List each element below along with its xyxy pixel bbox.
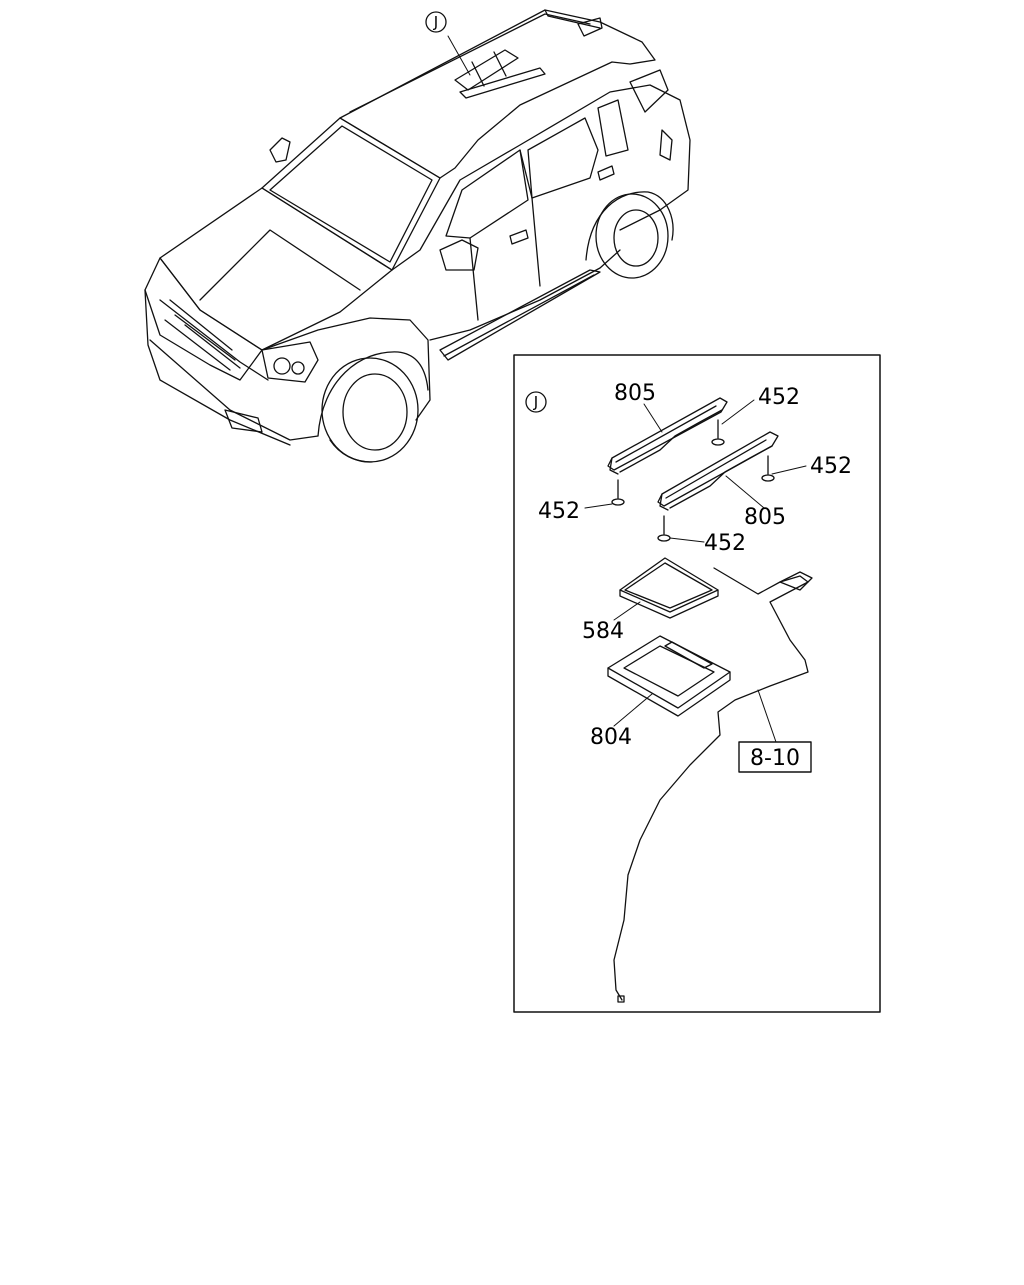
detail-frame [513, 354, 881, 1013]
view-marker-overview: J [425, 11, 447, 33]
callout-452-bottom: 452 [704, 531, 746, 556]
callout-805-lower: 805 [744, 505, 786, 530]
bolt-452-upper-right [711, 419, 725, 446]
callout-452-upper-right: 452 [758, 385, 800, 410]
bolt-452-left [611, 479, 625, 506]
wiring-harness [613, 567, 813, 1003]
vehicle-illustration [144, 9, 691, 463]
view-marker-detail: J [525, 391, 547, 413]
callout-452-left: 452 [538, 499, 580, 524]
svg-text:J: J [433, 13, 438, 31]
callout-584: 584 [582, 619, 624, 644]
callout-452-right: 452 [810, 454, 852, 479]
roof-module-location [447, 35, 546, 99]
callout-labels: 805 452 452 452 805 452 584 804 [538, 381, 852, 750]
leader-lines [584, 399, 807, 743]
bracket-805-upper [607, 397, 728, 475]
module-584 [619, 557, 719, 619]
reference-box: 8-10 [738, 741, 812, 773]
callout-804: 804 [590, 725, 632, 750]
bolt-452-bottom [657, 515, 671, 542]
callout-805-upper: 805 [614, 381, 656, 406]
bolt-452-right [761, 455, 775, 482]
reference-label: 8-10 [750, 746, 800, 771]
bezel-804 [607, 635, 731, 717]
svg-text:J: J [533, 393, 538, 411]
bracket-805-lower [657, 431, 779, 511]
